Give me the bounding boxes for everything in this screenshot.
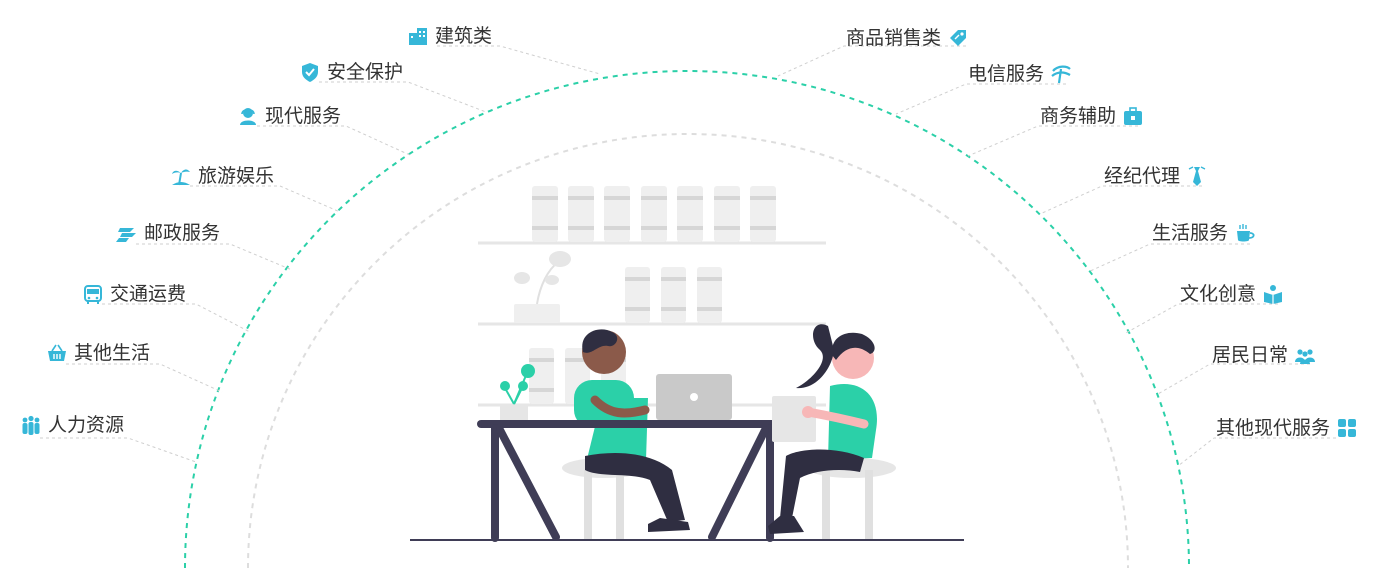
- necktie-icon: [1186, 165, 1208, 187]
- connector-line: [895, 83, 1066, 115]
- category-transport: 交通运费: [82, 282, 186, 306]
- category-label: 交通运费: [110, 283, 187, 305]
- category-label: 商品销售类: [846, 27, 942, 49]
- connector-line: [319, 81, 487, 113]
- shield-icon: [299, 61, 321, 83]
- category-postal: 邮政服务: [116, 221, 220, 245]
- category-label: 其他现代服务: [1216, 417, 1331, 439]
- binders-top: [532, 186, 776, 242]
- connector-lines: [40, 45, 1336, 467]
- category-label: 邮政服务: [144, 222, 221, 244]
- connector-line: [40, 437, 197, 463]
- category-telecom: 电信服务: [968, 62, 1072, 86]
- category-label: 旅游娱乐: [198, 165, 275, 187]
- category-label: 安全保护: [327, 61, 404, 83]
- category-label: 建筑类: [435, 25, 493, 47]
- category-label: 电信服务: [968, 63, 1045, 85]
- basket-icon: [46, 342, 68, 364]
- headset-agent-icon: [237, 105, 259, 127]
- telecom-logo-icon: [1050, 63, 1072, 85]
- category-travel: 旅游娱乐: [170, 164, 274, 188]
- category-other-modern: 其他现代服务: [1216, 416, 1358, 440]
- people-group-icon: [20, 414, 42, 436]
- category-label: 现代服务: [265, 105, 342, 127]
- office-illustration: [410, 186, 964, 542]
- reading-book-icon: [1262, 283, 1284, 305]
- connector-line: [1039, 185, 1202, 215]
- category-resident: 居民日常: [1212, 343, 1316, 367]
- category-label: 文化创意: [1180, 283, 1257, 305]
- category-construction: 建筑类: [407, 24, 492, 48]
- connector-line: [66, 363, 223, 393]
- connector-line: [1157, 363, 1310, 395]
- category-hr: 人力资源: [20, 413, 124, 437]
- connector-line: [1123, 303, 1278, 335]
- category-life-service: 生活服务: [1152, 221, 1256, 245]
- residents-icon: [1294, 344, 1316, 366]
- briefcase-icon: [1122, 105, 1144, 127]
- bus-icon: [82, 283, 104, 305]
- price-tag-icon: [947, 27, 969, 49]
- connector-line: [1177, 437, 1336, 467]
- category-other-life: 其他生活: [46, 341, 150, 365]
- category-label: 其他生活: [74, 342, 151, 364]
- category-broker: 经纪代理: [1104, 164, 1208, 188]
- connector-line: [777, 45, 966, 77]
- connector-line: [190, 185, 341, 213]
- outer-arch: [184, 70, 1190, 568]
- connector-line: [257, 125, 413, 157]
- category-security: 安全保护: [299, 60, 403, 84]
- category-goods-sales: 商品销售类: [846, 26, 969, 50]
- palm-beach-icon: [170, 165, 192, 187]
- building-icon: [407, 25, 429, 47]
- grid-squares-icon: [1336, 417, 1358, 439]
- category-label: 居民日常: [1212, 344, 1289, 366]
- connector-line: [967, 125, 1138, 157]
- connector-line: [1087, 243, 1250, 273]
- category-modern-service: 现代服务: [237, 104, 341, 128]
- connector-line: [102, 303, 251, 333]
- coffee-cup-icon: [1234, 222, 1256, 244]
- category-label: 经纪代理: [1104, 165, 1181, 187]
- category-label: 生活服务: [1152, 222, 1229, 244]
- category-label: 商务辅助: [1040, 105, 1117, 127]
- category-label: 人力资源: [48, 414, 125, 436]
- category-culture: 文化创意: [1180, 282, 1284, 306]
- category-business-aid: 商务辅助: [1040, 104, 1144, 128]
- connector-line: [437, 45, 601, 75]
- postal-logo-icon: [116, 222, 138, 244]
- connector-line: [136, 243, 293, 271]
